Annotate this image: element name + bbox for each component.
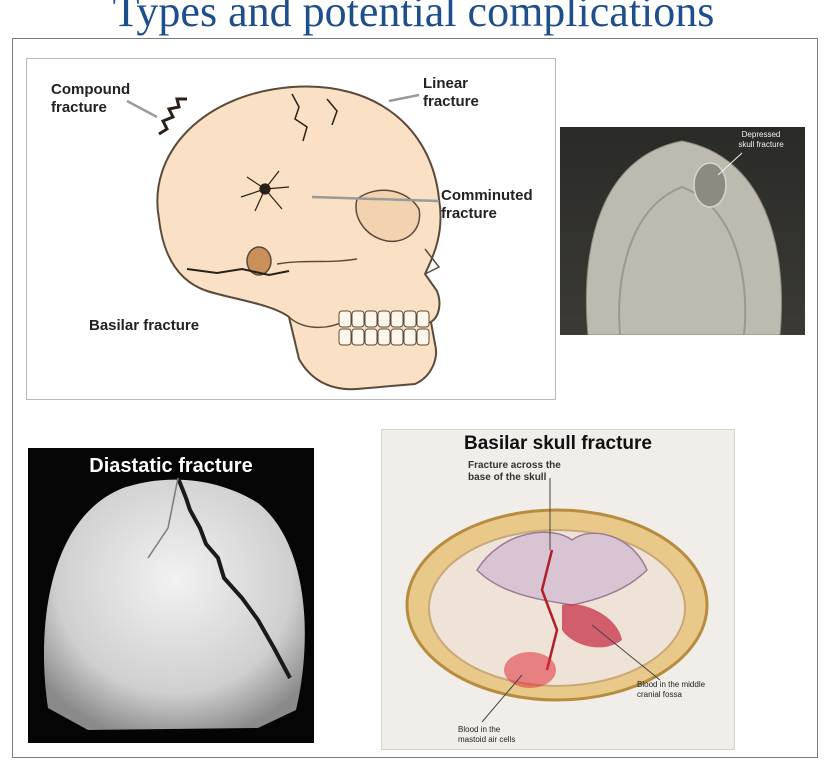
depressed-fracture-label: Depressed skull fracture xyxy=(738,130,784,149)
skull-back-view xyxy=(43,479,305,730)
ear-opening xyxy=(246,246,272,276)
basilar-skull-fracture-image: Basilar skull fracture Fracture across t… xyxy=(381,429,735,750)
compound-fracture-mark xyxy=(158,97,187,136)
slide-title: Types and potential complications xyxy=(112,0,715,36)
skull-fracture-diagram: Compound fracture Linear fracture Commin… xyxy=(26,58,556,400)
skull-illustration xyxy=(126,85,442,391)
depressed-fracture-ct-image: Depressed skull fracture xyxy=(560,127,805,335)
basilar-fracture-mark xyxy=(186,267,290,277)
linear-fracture-mark xyxy=(291,93,338,142)
mastoid-blood xyxy=(504,652,556,688)
linear-fracture-label: Linear fracture xyxy=(423,75,479,110)
diastatic-suture-line xyxy=(176,477,292,679)
comminuted-fracture-mark xyxy=(240,170,290,212)
teeth xyxy=(338,310,430,346)
anterior-fossa xyxy=(476,531,648,606)
comminuted-fracture-label: Comminuted fracture xyxy=(441,187,533,222)
basilar-fracture-line xyxy=(540,549,559,671)
depression-site xyxy=(693,162,727,208)
middle-fossa-label: Blood in the middle cranial fossa xyxy=(637,680,706,699)
label-arrows xyxy=(126,93,440,203)
ct-skull-render xyxy=(585,140,782,335)
zygomatic-line xyxy=(276,258,358,265)
basilar-skull-fracture-title: Basilar skull fracture xyxy=(464,433,652,454)
diastatic-skull-render xyxy=(43,477,305,730)
basilar-fracture-label: Basilar fracture xyxy=(89,317,200,334)
diastatic-fracture-title: Diastatic fracture xyxy=(89,455,253,477)
diastatic-fracture-image: Diastatic fracture xyxy=(28,448,314,743)
mastoid-label: Blood in the mastoid air cells xyxy=(458,725,516,744)
nasal-line xyxy=(424,248,441,275)
eye-socket xyxy=(355,189,421,243)
fracture-across-base-label: Fracture across the base of the skull xyxy=(468,460,561,483)
compound-fracture-label: Compound fracture xyxy=(51,81,131,116)
basilar-skull-illustration xyxy=(405,478,709,723)
